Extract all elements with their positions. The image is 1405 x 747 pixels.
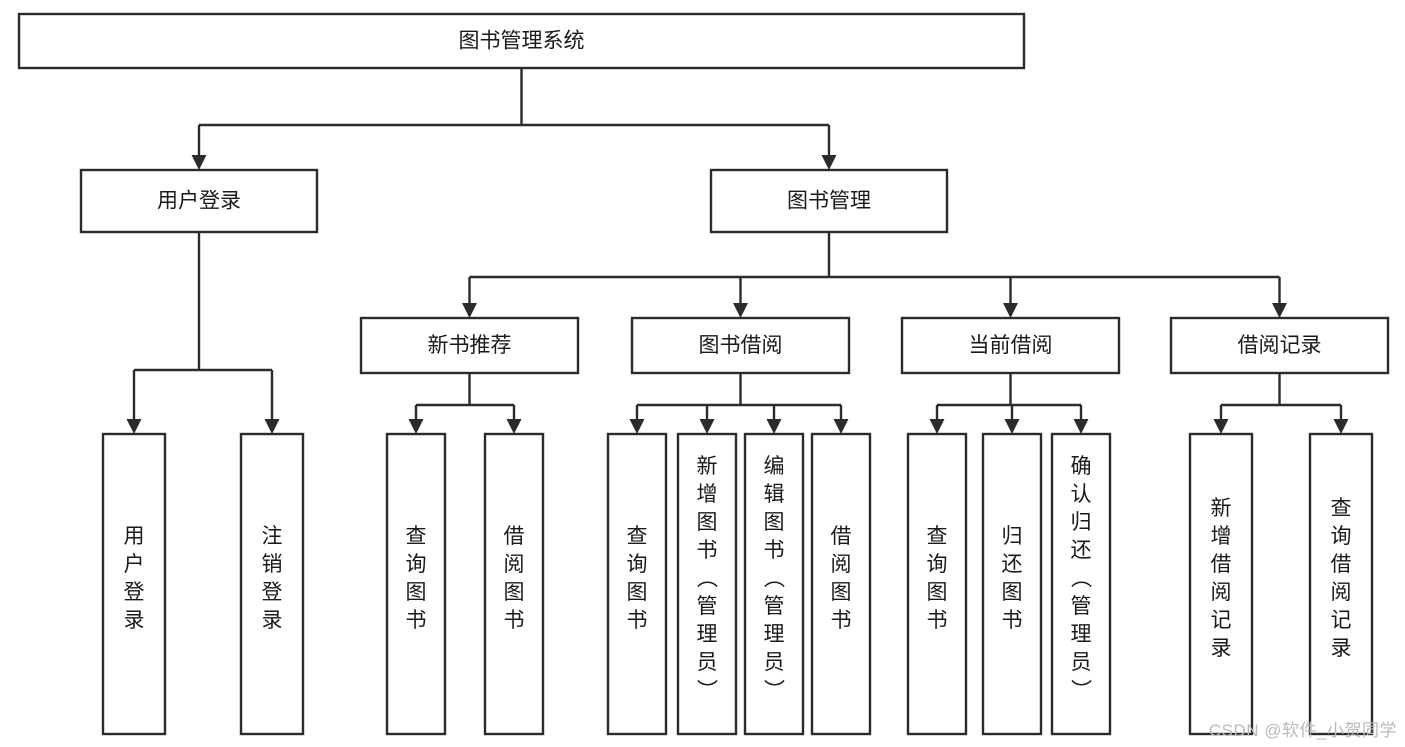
node-label: 查询图书: [627, 525, 648, 632]
connector-arrowhead: [462, 303, 477, 318]
node-leaf-2[interactable]: 查询图书: [385, 432, 447, 736]
connector-arrowhead: [833, 419, 849, 434]
node-layer: 图书管理系统用户登录图书管理新书推荐图书借阅当前借阅借阅记录用户登录注销登录查询…: [17, 12, 1390, 736]
node-label: 查询借阅记录: [1331, 497, 1352, 660]
node-leaf-4[interactable]: 查询图书: [606, 432, 668, 736]
node-label: 新增借阅记录: [1211, 497, 1232, 660]
node-leaf-8[interactable]: 查询图书: [906, 432, 968, 736]
node-label: 借阅记录: [1238, 334, 1322, 357]
connector-arrowhead: [506, 419, 522, 434]
node-box[interactable]: [981, 432, 1043, 736]
node-level2-0[interactable]: 用户登录: [79, 168, 319, 234]
node-label: 新书推荐: [428, 334, 512, 357]
node-box[interactable]: [359, 316, 580, 375]
node-label: 编辑图书（管理员）: [764, 455, 786, 702]
node-box[interactable]: [1188, 432, 1254, 736]
connector-arrowhead: [1213, 419, 1229, 434]
node-box[interactable]: [1050, 432, 1112, 736]
node-box[interactable]: [79, 168, 319, 234]
node-label: 注销登录: [262, 525, 283, 632]
node-box[interactable]: [239, 432, 305, 736]
node-label: 确认归还（管理员）: [1071, 455, 1093, 702]
node-box[interactable]: [483, 432, 545, 736]
connector-arrowhead: [408, 419, 424, 434]
connector-arrowhead: [1333, 419, 1349, 434]
node-label: 查询图书: [927, 525, 948, 632]
node-box[interactable]: [709, 168, 949, 234]
node-box[interactable]: [1169, 316, 1390, 375]
node-box[interactable]: [900, 316, 1121, 375]
node-box[interactable]: [810, 432, 872, 736]
node-root-0[interactable]: 图书管理系统: [17, 12, 1026, 70]
node-label: 图书管理系统: [459, 30, 585, 53]
connector-arrowhead: [1003, 303, 1018, 318]
node-box[interactable]: [630, 316, 851, 375]
node-level3-1[interactable]: 图书借阅: [630, 316, 851, 375]
node-box[interactable]: [101, 432, 167, 736]
connector-arrowhead: [191, 155, 207, 170]
connector-arrowhead: [126, 419, 142, 434]
node-leaf-11[interactable]: 新增借阅记录: [1188, 432, 1254, 736]
node-label: 归还图书: [1002, 525, 1023, 632]
node-box[interactable]: [676, 432, 738, 736]
node-label: 用户登录: [124, 525, 145, 632]
connector-arrowhead: [766, 419, 782, 434]
node-leaf-1[interactable]: 注销登录: [239, 432, 305, 736]
node-leaf-9[interactable]: 归还图书: [981, 432, 1043, 736]
connector-arrowhead: [821, 155, 837, 170]
connector-arrowhead: [264, 419, 280, 434]
node-label: 借阅图书: [831, 525, 852, 632]
node-box[interactable]: [743, 432, 805, 736]
node-label: 查询图书: [406, 525, 427, 632]
connector-layer: [126, 68, 1349, 434]
node-label: 当前借阅: [969, 334, 1053, 357]
connector-arrowhead: [629, 419, 645, 434]
node-label: 新增图书（管理员）: [697, 455, 719, 702]
node-leaf-10[interactable]: 确认归还（管理员）: [1050, 432, 1112, 736]
node-label: 图书管理: [787, 190, 871, 213]
node-label: 用户登录: [157, 190, 241, 213]
node-box[interactable]: [385, 432, 447, 736]
connector-arrowhead: [699, 419, 715, 434]
node-level3-0[interactable]: 新书推荐: [359, 316, 580, 375]
node-leaf-0[interactable]: 用户登录: [101, 432, 167, 736]
node-label: 图书借阅: [699, 334, 783, 357]
connector-arrowhead: [929, 419, 945, 434]
node-leaf-3[interactable]: 借阅图书: [483, 432, 545, 736]
connector-arrowhead: [1004, 419, 1020, 434]
node-leaf-6[interactable]: 编辑图书（管理员）: [743, 432, 805, 736]
node-level3-2[interactable]: 当前借阅: [900, 316, 1121, 375]
node-leaf-5[interactable]: 新增图书（管理员）: [676, 432, 738, 736]
node-leaf-12[interactable]: 查询借阅记录: [1308, 432, 1374, 736]
node-box[interactable]: [906, 432, 968, 736]
node-label: 借阅图书: [504, 525, 525, 632]
node-level2-1[interactable]: 图书管理: [709, 168, 949, 234]
connector-arrowhead: [1272, 303, 1287, 318]
node-box[interactable]: [17, 12, 1026, 70]
node-level3-3[interactable]: 借阅记录: [1169, 316, 1390, 375]
connector-arrowhead: [1073, 419, 1089, 434]
connector-arrowhead: [733, 303, 748, 318]
node-box[interactable]: [1308, 432, 1374, 736]
node-leaf-7[interactable]: 借阅图书: [810, 432, 872, 736]
node-box[interactable]: [606, 432, 668, 736]
